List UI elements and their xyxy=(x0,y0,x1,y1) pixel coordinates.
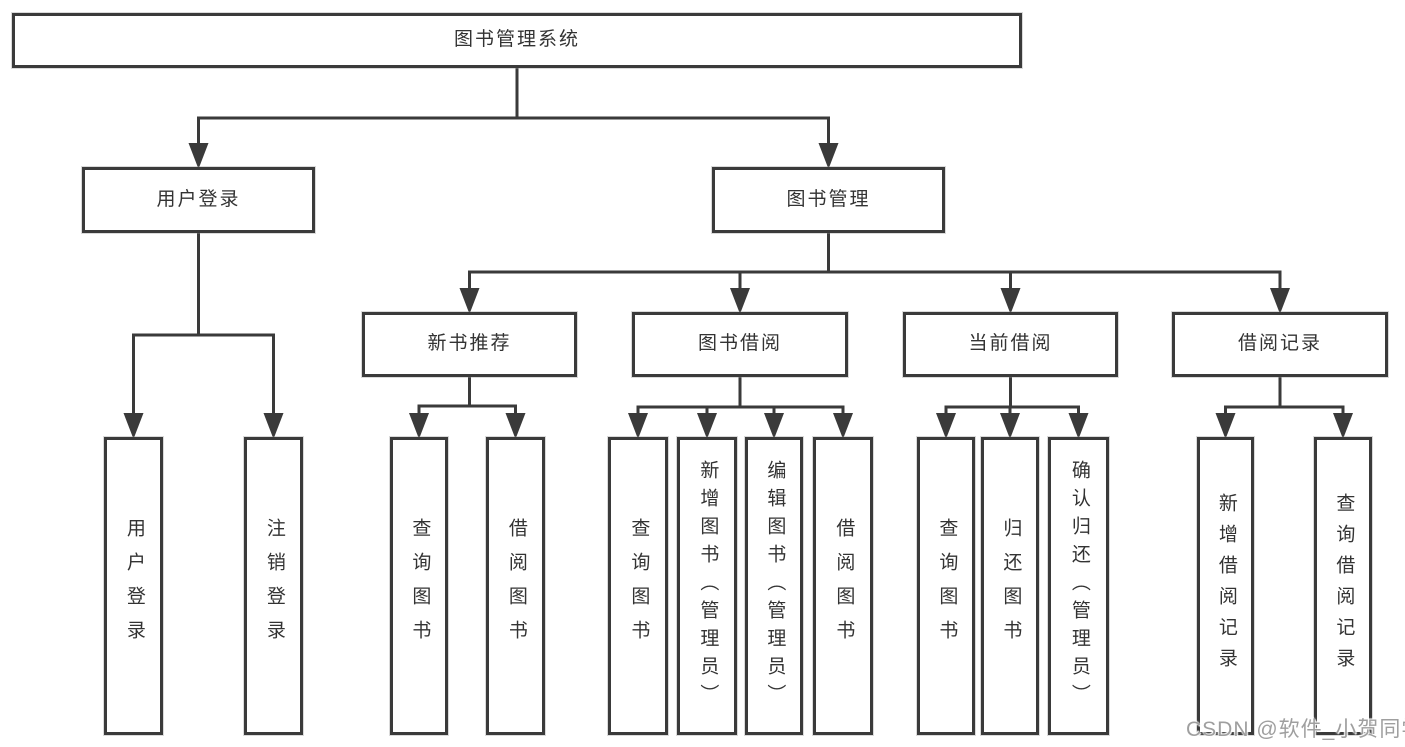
node-leaf-edit-book: 编辑图书（管理员） xyxy=(745,437,803,735)
arrowhead-icon xyxy=(833,413,853,439)
node-label: 借阅记录 xyxy=(1237,333,1322,355)
node-label: 图书借阅 xyxy=(697,333,782,355)
node-label: 用户登录 xyxy=(156,188,241,210)
node-label: 归还图书 xyxy=(1000,518,1022,654)
arrowhead-icon xyxy=(1333,413,1353,439)
node-label: 编辑图书（管理员） xyxy=(764,460,786,712)
node-book-borrow: 图书借阅 xyxy=(632,312,848,377)
node-leaf-query-book-3: 查询图书 xyxy=(917,437,975,735)
node-label: 新增借阅记录 xyxy=(1215,493,1237,679)
node-label: 确认归还（管理员） xyxy=(1068,460,1090,712)
node-leaf-add-borrow-record: 新增借阅记录 xyxy=(1197,437,1254,735)
arrowhead-icon xyxy=(936,413,956,439)
arrowhead-icon xyxy=(1270,288,1290,314)
node-label: 图书管理系统 xyxy=(453,29,580,51)
node-user-login-menu: 用户登录 xyxy=(82,167,315,233)
arrowhead-icon xyxy=(628,413,648,439)
arrowhead-icon xyxy=(730,288,750,314)
node-label: 查询图书 xyxy=(628,518,650,654)
arrowhead-icon xyxy=(459,288,480,314)
node-label: 查询图书 xyxy=(409,518,431,654)
node-leaf-logout: 注销登录 xyxy=(244,437,303,735)
node-leaf-query-book-2: 查询图书 xyxy=(608,437,668,735)
node-label: 借阅图书 xyxy=(833,518,855,654)
node-new-book-recommend: 新书推荐 xyxy=(362,312,577,377)
node-root: 图书管理系统 xyxy=(12,13,1022,68)
node-label: 新书推荐 xyxy=(427,333,512,355)
arrowhead-icon xyxy=(1000,288,1021,314)
node-leaf-user-login: 用户登录 xyxy=(104,437,163,735)
arrowhead-icon xyxy=(697,413,717,439)
node-label: 查询借阅记录 xyxy=(1333,493,1355,679)
arrowhead-icon xyxy=(409,413,429,439)
node-label: 当前借阅 xyxy=(968,333,1053,355)
node-label: 借阅图书 xyxy=(505,518,527,654)
watermark: CSDN @软件_小贺同学 xyxy=(1186,718,1405,741)
node-leaf-query-borrow-record: 查询借阅记录 xyxy=(1314,437,1372,735)
arrowhead-icon xyxy=(1000,413,1020,439)
arrowhead-icon xyxy=(1068,413,1089,439)
node-leaf-confirm-return: 确认归还（管理员） xyxy=(1048,437,1109,735)
arrowhead-icon xyxy=(188,143,209,169)
node-book-management: 图书管理 xyxy=(712,167,945,233)
node-leaf-query-book-1: 查询图书 xyxy=(390,437,448,735)
node-label: 图书管理 xyxy=(786,188,871,210)
arrowhead-icon xyxy=(123,413,144,439)
node-label: 新增图书（管理员） xyxy=(697,460,719,712)
node-borrow-records: 借阅记录 xyxy=(1172,312,1388,377)
arrowhead-icon xyxy=(764,413,784,439)
node-label: 注销登录 xyxy=(263,518,285,654)
node-leaf-borrow-book-1: 借阅图书 xyxy=(486,437,545,735)
node-label: 查询图书 xyxy=(936,518,958,654)
node-leaf-add-book: 新增图书（管理员） xyxy=(677,437,737,735)
node-current-borrow: 当前借阅 xyxy=(903,312,1118,377)
arrowhead-icon xyxy=(1215,413,1236,439)
arrowhead-icon xyxy=(818,143,839,169)
arrowhead-icon xyxy=(505,413,526,439)
arrowhead-icon xyxy=(263,413,284,439)
node-leaf-borrow-book-2: 借阅图书 xyxy=(813,437,873,735)
node-label: 用户登录 xyxy=(123,518,145,654)
node-leaf-return-book: 归还图书 xyxy=(981,437,1039,735)
